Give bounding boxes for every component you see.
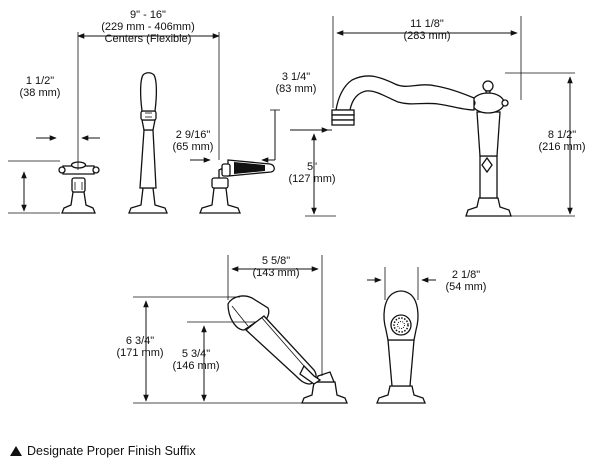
- handle-width-label-in: 1 1/2": [26, 75, 54, 87]
- handshower-reach-label-in: 5 5/8": [262, 255, 290, 267]
- lever-handle-side-drawing: [128, 72, 168, 214]
- spout-height-label-mm: (216 mm): [538, 141, 585, 153]
- lever-handle-front-drawing: [199, 159, 275, 214]
- bottom-dimension-labels: 5 5/8" (143 mm) 6 3/4" (171 mm) 5 3/4" (…: [116, 255, 486, 372]
- lever-width-label-in: 2 9/16": [176, 129, 211, 141]
- handshower-side-drawing: [227, 295, 348, 404]
- footnote-text: Designate Proper Finish Suffix: [27, 444, 196, 458]
- spout-clearance-label-mm: (127 mm): [288, 173, 335, 185]
- cross-handle-drawing: [58, 161, 100, 214]
- centers-label-note: Centers (Flexible): [105, 33, 192, 45]
- top-dimension-arrows: [21, 30, 573, 215]
- top-dimension-labels: 9" - 16" (229 mm - 406mm) Centers (Flexi…: [20, 9, 586, 185]
- finish-suffix-footnote: Designate Proper Finish Suffix: [10, 444, 196, 458]
- handshower-holder-label-mm: (146 mm): [172, 360, 219, 372]
- spout-height-label-in: 8 1/2": [548, 129, 576, 141]
- handshower-width-label-in: 2 1/8": [452, 269, 480, 281]
- spout-reach-label-mm: (283 mm): [403, 30, 450, 42]
- centers-label-mm: (229 mm - 406mm): [101, 21, 195, 33]
- handshower-width-label-mm: (54 mm): [446, 281, 487, 293]
- handle-width-label-mm: (38 mm): [20, 87, 61, 99]
- handshower-reach-label-mm: (143 mm): [252, 267, 299, 279]
- spout-offset-label-in: 3 1/4": [282, 71, 310, 83]
- triangle-icon: [10, 446, 22, 456]
- spout-drawing: [331, 75, 512, 217]
- lever-width-label-mm: (65 mm): [173, 141, 214, 153]
- centers-label-in: 9" - 16": [130, 9, 166, 21]
- handshower-height-label-mm: (171 mm): [116, 347, 163, 359]
- spout-reach-label-in: 11 1/8": [410, 18, 444, 30]
- handshower-height-label-in: 6 3/4": [126, 335, 154, 347]
- spout-offset-label-mm: (83 mm): [276, 83, 317, 95]
- handshower-holder-label-in: 5 3/4": [182, 348, 210, 360]
- bottom-dimension-arrows: [143, 266, 436, 402]
- top-guide-lines: [8, 16, 575, 217]
- spout-clearance-label-in: 5": [307, 161, 317, 173]
- handshower-front-drawing: [376, 290, 426, 404]
- bottom-guide-lines: [133, 255, 419, 404]
